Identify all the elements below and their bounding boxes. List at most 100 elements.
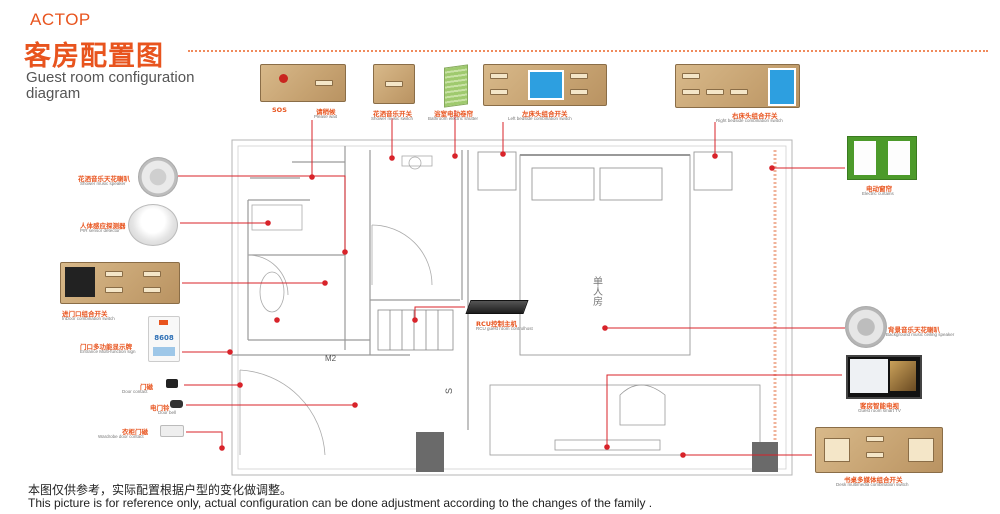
rcu-label-en: RCU guest room controlhost — [476, 326, 533, 331]
bed — [477, 151, 733, 356]
s-label: S — [444, 388, 454, 394]
smart-tv-image — [846, 355, 922, 399]
left-bedside-btn-3 — [570, 73, 588, 79]
indoor-switch-label: 进门口组合开关 — [62, 310, 108, 318]
left-bedside-btn-1 — [490, 73, 508, 79]
room-type-label: 单人房 — [591, 276, 603, 307]
pillar-right — [752, 442, 778, 472]
rcu-label: RCU控制主机 — [476, 320, 518, 328]
smart-tv-label: 客房智能电视 — [860, 402, 899, 410]
please-wait-label-en: Please wait — [314, 114, 338, 119]
door-contact-label-en: Door contact — [122, 389, 148, 394]
bathroom-shutter-label: 浴室电动卷帘 — [434, 110, 473, 118]
desk-usb-icon — [866, 436, 884, 442]
left-bedside-label-en: Left bedside combination switch — [508, 116, 572, 121]
entrance-sign-label-en: Entrance Multi-function sign — [80, 349, 136, 354]
wardrobe — [377, 309, 454, 351]
desk-switch-label-en: Desk multimedia combination switch — [836, 482, 909, 487]
pir-detector-icon — [128, 204, 178, 246]
entrance-sign-label: 门口多功能显示牌 — [80, 343, 132, 351]
electric-curtains-label: 电动窗帘 — [866, 185, 892, 193]
indoor-switch-panel — [60, 262, 180, 304]
desk-area — [489, 384, 761, 456]
title-divider — [188, 50, 988, 52]
indoor-btn-3 — [143, 271, 161, 277]
right-bedside-btn-4 — [730, 89, 748, 95]
right-bedside-label-en: Right bedside combination switch — [716, 118, 783, 123]
left-bedside-btn-4 — [570, 89, 588, 95]
indoor-btn-4 — [143, 287, 161, 293]
bg-speaker-icon — [845, 306, 887, 348]
page-title-en-line2: diagram — [26, 85, 81, 102]
bathroom-shutter-label-en: Bathroom electric shutter — [428, 116, 479, 121]
sos-label: SOS — [272, 106, 287, 114]
entrance-sign-device: 8608 — [148, 316, 180, 362]
right-bedside-btn-2 — [682, 89, 700, 95]
shower-music-switch-label-en: Shower music switch — [371, 116, 414, 121]
pir-detector-label-en: PIR sensor detector — [80, 228, 120, 233]
doorbell-label-en: Door bell — [158, 410, 177, 415]
shower-speaker-icon — [138, 157, 178, 197]
bathroom-shutter-icon — [444, 64, 468, 108]
rcu-host-icon — [465, 300, 529, 314]
indoor-card-slot-icon — [65, 267, 95, 297]
sos-button-icon — [279, 74, 288, 83]
page-title-cn: 客房配置图 — [24, 41, 164, 72]
please-wait-label: 请稍候 — [316, 108, 336, 116]
right-bedside-btn-1 — [682, 73, 700, 79]
curtain-right-icon — [888, 141, 910, 175]
room-number-display: 8608 — [154, 334, 174, 342]
doorbell-label: 电门铃 — [150, 404, 170, 412]
left-bedside-screen-icon — [528, 70, 564, 100]
bathroom-fixtures — [251, 155, 433, 313]
leader-dots — [219, 151, 775, 458]
right-bedside-panel — [675, 64, 800, 108]
right-bedside-screen-icon — [768, 68, 796, 106]
pillar-left — [416, 432, 444, 472]
shower-speaker-label-en: Shower music speaker — [80, 181, 126, 186]
leader-lines — [178, 110, 845, 456]
electric-curtains-image — [847, 136, 917, 180]
shower-switch-button-icon — [385, 81, 403, 87]
right-bedside-label: 右床头组合开关 — [732, 112, 778, 120]
desk-switch-label: 书桌多媒体组合开关 — [844, 476, 903, 484]
door-contact-label: 门磁 — [140, 383, 153, 391]
bg-speaker-label-en: Background music ceiling speaker — [886, 332, 955, 337]
wardrobe-contact-label-en: Wardrobe door contact — [98, 434, 144, 439]
indoor-btn-2 — [105, 287, 123, 293]
indoor-switch-label-en: InDoor combination switch — [62, 316, 115, 321]
smart-tv-label-en: Guest room smart TV — [858, 408, 901, 413]
entrance-sign-icons — [153, 347, 175, 356]
wardrobe-contact-label: 衣柜门磁 — [122, 428, 148, 436]
door-contact-icon — [166, 379, 178, 388]
footer-note-en: This picture is for reference only, actu… — [28, 496, 653, 510]
tv-screen-image — [890, 361, 916, 391]
brand-logo-text: ACTOP — [30, 10, 91, 29]
entrance-sign-indicator — [159, 320, 168, 325]
wardrobe-contact-icon — [160, 425, 184, 437]
pir-detector-label: 人体感应探测器 — [80, 222, 126, 230]
door-code-label: M2 — [325, 354, 337, 363]
curtain-left-icon — [854, 141, 876, 175]
sos-please-wait-panel — [260, 64, 346, 102]
left-bedside-btn-2 — [490, 89, 508, 95]
shower-music-switch-panel — [373, 64, 415, 104]
doorbell-icon — [170, 400, 183, 408]
desk-socket-left-icon — [824, 438, 850, 462]
shower-speaker-label: 花洒音乐天花喇叭 — [78, 175, 130, 183]
desk-socket-right-icon — [908, 438, 934, 462]
shower-music-switch-label: 花洒音乐开关 — [373, 110, 412, 118]
left-bedside-label: 左床头组合开关 — [522, 110, 568, 118]
footer-note-cn: 本图仅供参考，实际配置根据户型的变化做调整。 — [28, 483, 293, 497]
bg-speaker-label: 背景音乐天花喇叭 — [888, 326, 940, 334]
right-bedside-btn-3 — [706, 89, 724, 95]
page-title-en: Guest room configuration diagram — [26, 70, 266, 102]
tv-screen-ui — [850, 359, 888, 393]
left-bedside-panel — [483, 64, 607, 106]
desk-hdmi-icon — [866, 452, 884, 458]
indoor-btn-1 — [105, 271, 123, 277]
please-wait-button-icon — [315, 80, 333, 86]
electric-curtains-label-en: Electric curtains — [862, 191, 894, 196]
page-title-en-line1: Guest room configuration — [26, 69, 195, 86]
